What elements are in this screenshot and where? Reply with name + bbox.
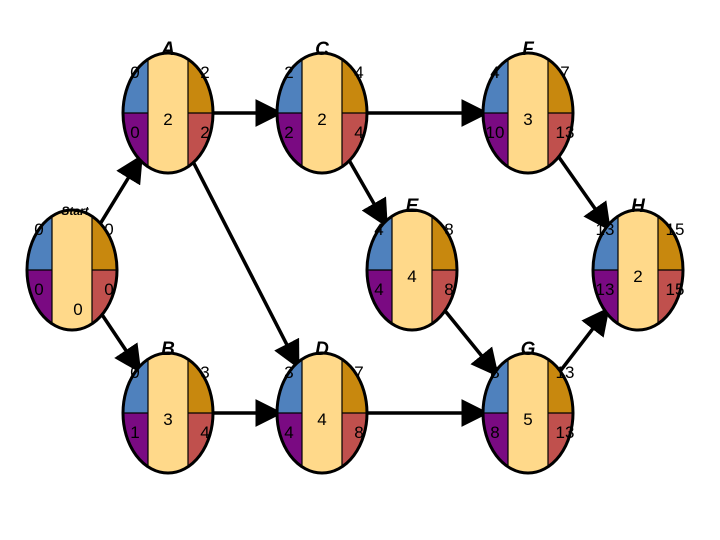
duration-value: 2 — [633, 267, 642, 286]
early-start-value: 13 — [596, 220, 615, 239]
node-h[interactable]: H 13 15 13 15 2 — [591, 196, 685, 332]
center-strip — [148, 353, 188, 473]
late-finish-value: 13 — [556, 423, 575, 442]
node-label: C — [315, 39, 329, 60]
duration-value: 5 — [523, 410, 532, 429]
arrow-start-to-b — [100, 312, 142, 374]
node-g[interactable]: G 8 13 8 13 5 — [481, 339, 575, 475]
late-start-value: 0 — [34, 280, 43, 299]
early-start-value: 8 — [490, 363, 499, 382]
duration-value: 0 — [73, 300, 82, 319]
node-outline — [121, 51, 215, 175]
early-finish-value: 2 — [200, 63, 209, 82]
late-finish-value: 4 — [200, 423, 209, 442]
center-strip — [508, 353, 548, 473]
late-finish-value: 8 — [354, 423, 363, 442]
early-finish-value: 15 — [666, 220, 685, 239]
early-start-value: 0 — [130, 363, 139, 382]
early-start-value: 3 — [284, 363, 293, 382]
arrow-c-to-e — [347, 158, 388, 228]
duration-value: 2 — [317, 110, 326, 129]
center-strip — [52, 210, 92, 330]
node-c[interactable]: C 2 4 2 4 2 — [275, 39, 369, 175]
late-start-value: 4 — [374, 280, 383, 299]
late-start-value: 13 — [596, 280, 615, 299]
late-finish-value: 8 — [444, 280, 453, 299]
early-start-value: 4 — [374, 220, 383, 239]
late-finish-value: 13 — [556, 123, 575, 142]
late-start-value: 2 — [284, 123, 293, 142]
node-label: H — [631, 196, 646, 217]
node-start[interactable]: Start 0 0 0 0 0 — [25, 204, 119, 332]
duration-value: 4 — [407, 267, 416, 286]
early-finish-value: 0 — [104, 220, 113, 239]
late-finish-value: 15 — [666, 280, 685, 299]
edge-layer — [98, 99, 611, 427]
node-f[interactable]: F 4 7 10 13 3 — [481, 39, 575, 175]
late-start-value: 8 — [490, 423, 499, 442]
node-b[interactable]: B 0 3 1 4 3 — [121, 339, 215, 475]
arrow-f-to-h — [556, 154, 611, 232]
center-strip — [302, 53, 342, 173]
center-strip — [302, 353, 342, 473]
center-strip — [392, 210, 432, 330]
arrow-start-to-a — [98, 154, 143, 226]
node-label: D — [315, 339, 329, 360]
late-finish-value: 4 — [354, 123, 363, 142]
early-start-value: 0 — [130, 63, 139, 82]
early-start-value: 0 — [34, 220, 43, 239]
early-finish-value: 4 — [354, 63, 363, 82]
node-outline — [365, 208, 459, 332]
arrow-a-to-d — [191, 160, 300, 370]
node-label: B — [161, 339, 175, 360]
node-outline — [275, 51, 369, 175]
late-start-value: 1 — [130, 423, 139, 442]
node-e[interactable]: E 4 8 4 8 4 — [365, 196, 459, 332]
arrow-g-to-h — [558, 306, 610, 373]
duration-value: 4 — [317, 410, 326, 429]
node-outline — [481, 351, 575, 475]
center-strip — [148, 53, 188, 173]
arrow-e-to-g — [443, 308, 499, 378]
node-label: Start — [61, 204, 89, 218]
duration-value: 3 — [523, 110, 532, 129]
late-start-value: 4 — [284, 423, 293, 442]
node-d[interactable]: D 3 7 4 8 4 — [275, 339, 369, 475]
early-finish-value: 3 — [200, 363, 209, 382]
node-outline — [481, 51, 575, 175]
node-label: G — [521, 339, 536, 360]
late-start-value: 10 — [486, 123, 505, 142]
node-a[interactable]: A 0 2 0 2 2 — [121, 39, 215, 175]
node-label: F — [522, 39, 535, 60]
node-outline — [121, 351, 215, 475]
node-label: E — [406, 196, 420, 217]
node-label: A — [160, 39, 175, 60]
center-strip — [618, 210, 658, 330]
node-outline — [275, 351, 369, 475]
center-strip — [508, 53, 548, 173]
early-start-value: 2 — [284, 63, 293, 82]
duration-value: 3 — [163, 410, 172, 429]
late-finish-value: 2 — [200, 123, 209, 142]
early-start-value: 4 — [490, 63, 499, 82]
duration-value: 2 — [163, 110, 172, 129]
late-start-value: 0 — [130, 123, 139, 142]
early-finish-value: 13 — [556, 363, 575, 382]
node-outline — [591, 208, 685, 332]
late-finish-value: 0 — [104, 280, 113, 299]
early-finish-value: 8 — [444, 220, 453, 239]
node-outline — [25, 208, 119, 332]
early-finish-value: 7 — [354, 363, 363, 382]
early-finish-value: 7 — [560, 63, 569, 82]
